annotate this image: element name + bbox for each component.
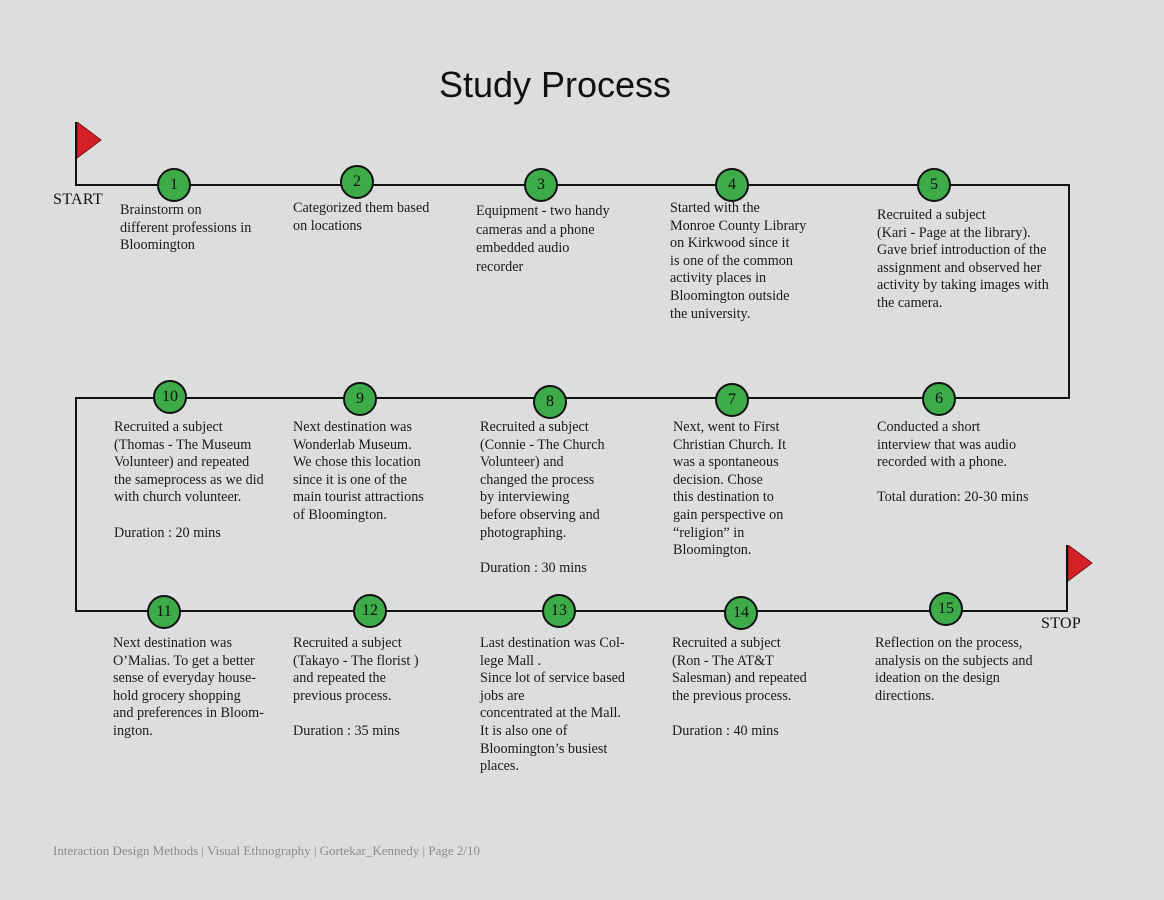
step-11-circle: 11 — [147, 595, 181, 629]
step-13-text: Last destination was Col- lege Mall . Si… — [480, 635, 625, 775]
step-8-circle: 8 — [533, 385, 567, 419]
step-6-text: Conducted a short interview that was aud… — [877, 419, 1029, 506]
step-2-circle: 2 — [340, 165, 374, 199]
step-5-circle: 5 — [917, 168, 951, 202]
step-4-circle: 4 — [715, 168, 749, 202]
step-3-text: Equipment - two handy cameras and a phon… — [476, 203, 610, 275]
step-11-text: Next destination was O’Malias. To get a … — [113, 635, 264, 739]
start-label: START — [53, 191, 103, 208]
step-7-circle: 7 — [715, 383, 749, 417]
page-title: Study Process — [438, 64, 672, 105]
step-4-text: Started with the Monroe County Library o… — [670, 200, 807, 322]
step-6-circle: 6 — [922, 382, 956, 416]
step-14-circle: 14 — [724, 596, 758, 630]
step-10-text: Recruited a subject (Thomas - The Museum… — [114, 419, 264, 541]
step-13-circle: 13 — [542, 594, 576, 628]
step-10-circle: 10 — [153, 380, 187, 414]
page-footer: Interaction Design Methods | Visual Ethn… — [53, 843, 481, 858]
stop-flag-icon — [1068, 545, 1093, 582]
step-1-circle: 1 — [157, 168, 191, 202]
step-15-text: Reflection on the process, analysis on t… — [875, 635, 1033, 704]
step-12-circle: 12 — [353, 594, 387, 628]
start-flag-icon — [77, 122, 102, 159]
step-12-text: Recruited a subject (Takayo - The floris… — [293, 635, 419, 739]
step-14-text: Recruited a subject (Ron - The AT&T Sale… — [672, 635, 807, 739]
step-9-circle: 9 — [343, 382, 377, 416]
step-2-text: Categorized them based on locations — [293, 200, 430, 234]
step-3-circle: 3 — [524, 168, 558, 202]
step-15-circle: 15 — [929, 592, 963, 626]
step-7-text: Next, went to First Christian Church. It… — [673, 419, 787, 559]
stop-label: STOP — [1041, 615, 1082, 632]
step-1-text: Brainstorm on different professions in B… — [120, 202, 252, 254]
step-8-text: Recruited a subject (Connie - The Church… — [480, 419, 605, 576]
step-9-text: Next destination was Wonderlab Museum. W… — [293, 419, 424, 523]
step-5-text: Recruited a subject (Kari - Page at the … — [877, 207, 1049, 311]
